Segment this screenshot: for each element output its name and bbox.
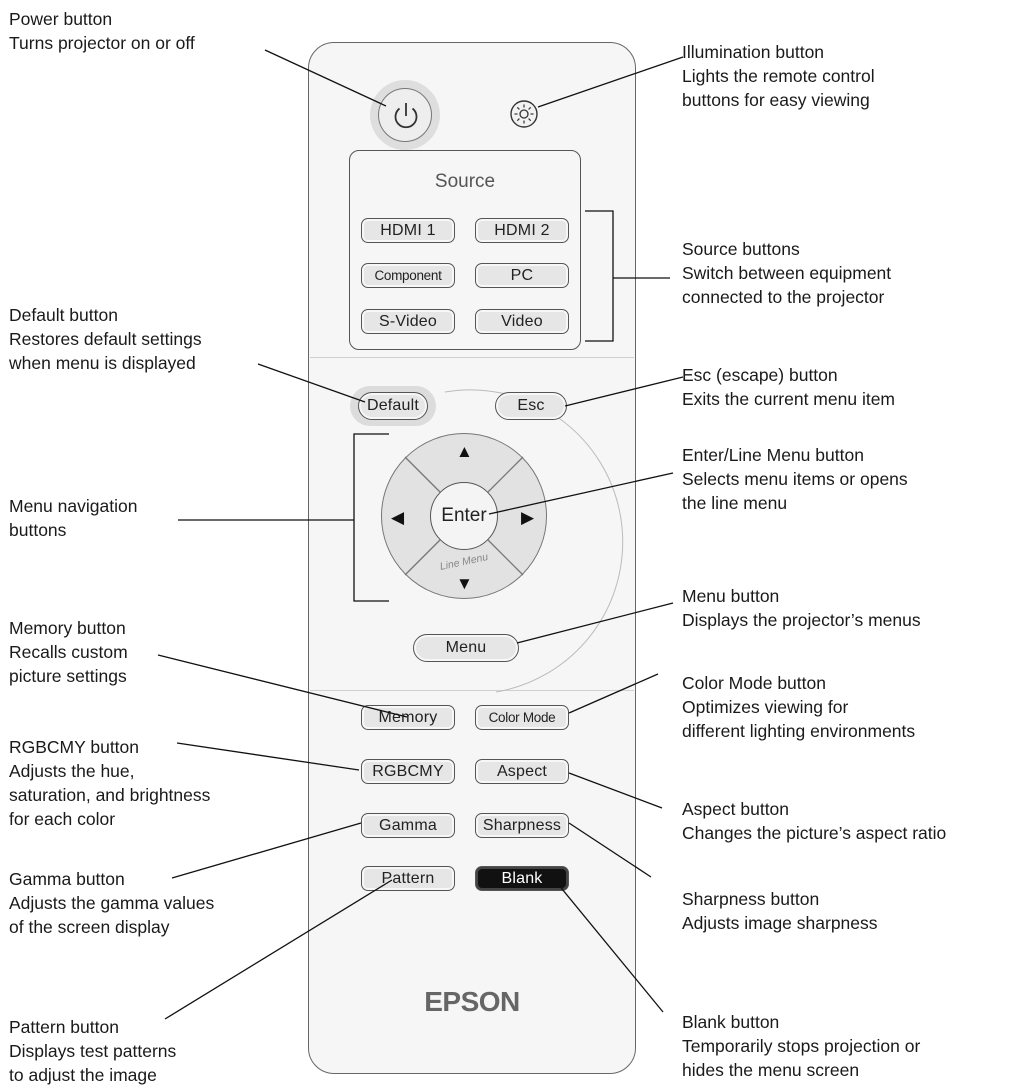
callout-desc: of the screen display bbox=[9, 917, 170, 937]
callout-menu: Menu button Displays the projector’s men… bbox=[682, 584, 921, 632]
callout-sharpness: Sharpness button Adjusts image sharpness bbox=[682, 887, 878, 935]
callout-desc: buttons bbox=[9, 520, 67, 540]
callout-title: Menu button bbox=[682, 586, 780, 606]
callout-enter: Enter/Line Menu button Selects menu item… bbox=[682, 443, 908, 515]
callout-desc: connected to the projector bbox=[682, 287, 885, 307]
up-arrow-button[interactable]: ▲ bbox=[456, 442, 473, 461]
callout-desc: Optimizes viewing for bbox=[682, 697, 849, 717]
enter-button[interactable]: Enter bbox=[430, 482, 498, 550]
callout-title: Pattern button bbox=[9, 1017, 119, 1037]
callout-illumination: Illumination button Lights the remote co… bbox=[682, 40, 875, 112]
callout-color-mode: Color Mode button Optimizes viewing for … bbox=[682, 671, 915, 743]
callout-desc: picture settings bbox=[9, 666, 127, 686]
pattern-button[interactable]: Pattern bbox=[361, 866, 455, 891]
callout-desc: buttons for easy viewing bbox=[682, 90, 870, 110]
down-arrow-button[interactable]: ▼ bbox=[456, 574, 473, 593]
power-icon bbox=[394, 103, 418, 129]
callout-title: Aspect button bbox=[682, 799, 790, 819]
callout-desc: Switch between equipment bbox=[682, 263, 892, 283]
hdmi1-button[interactable]: HDMI 1 bbox=[361, 218, 455, 243]
section-divider bbox=[310, 690, 634, 691]
color-mode-button[interactable]: Color Mode bbox=[475, 705, 569, 730]
callout-desc: when menu is displayed bbox=[9, 353, 196, 373]
callout-esc: Esc (escape) button Exits the current me… bbox=[682, 363, 895, 411]
callout-desc: the line menu bbox=[682, 493, 788, 513]
section-divider bbox=[310, 357, 634, 358]
callout-desc: Temporarily stops projection or bbox=[682, 1036, 921, 1056]
callout-title: Menu navigation bbox=[9, 496, 138, 516]
callout-title: Esc (escape) button bbox=[682, 365, 838, 385]
callout-blank: Blank button Temporarily stops projectio… bbox=[682, 1010, 920, 1082]
callout-pattern: Pattern button Displays test patterns to… bbox=[9, 1015, 176, 1087]
callout-aspect: Aspect button Changes the picture’s aspe… bbox=[682, 797, 946, 845]
callout-desc: hides the menu screen bbox=[682, 1060, 860, 1080]
default-button[interactable]: Default bbox=[358, 392, 428, 420]
video-button[interactable]: Video bbox=[475, 309, 569, 334]
esc-button[interactable]: Esc bbox=[495, 392, 567, 420]
left-arrow-button[interactable]: ◀ bbox=[391, 508, 405, 527]
callout-desc: saturation, and brightness bbox=[9, 785, 211, 805]
gamma-button[interactable]: Gamma bbox=[361, 813, 455, 838]
aspect-button[interactable]: Aspect bbox=[475, 759, 569, 784]
callout-title: Power button bbox=[9, 9, 113, 29]
callout-title: Source buttons bbox=[682, 239, 800, 259]
direction-pad-dividers bbox=[404, 456, 524, 576]
callout-title: Enter/Line Menu button bbox=[682, 445, 864, 465]
callout-desc: Selects menu items or opens bbox=[682, 469, 908, 489]
callout-navigation: Menu navigation buttons bbox=[9, 494, 137, 542]
callout-desc: Adjusts the hue, bbox=[9, 761, 135, 781]
right-arrow-button[interactable]: ▶ bbox=[521, 508, 535, 527]
callout-title: Illumination button bbox=[682, 42, 825, 62]
component-button[interactable]: Component bbox=[361, 263, 455, 288]
callout-desc: Lights the remote control bbox=[682, 66, 875, 86]
callout-memory: Memory button Recalls custom picture set… bbox=[9, 616, 128, 688]
callout-desc: for each color bbox=[9, 809, 116, 829]
callout-desc: Restores default settings bbox=[9, 329, 202, 349]
callout-desc: Displays the projector’s menus bbox=[682, 610, 921, 630]
power-button[interactable] bbox=[378, 88, 432, 142]
sharpness-button[interactable]: Sharpness bbox=[475, 813, 569, 838]
callout-gamma: Gamma button Adjusts the gamma values of… bbox=[9, 867, 214, 939]
sun-icon bbox=[510, 100, 538, 128]
rgbcmy-button[interactable]: RGBCMY bbox=[361, 759, 455, 784]
source-title: Source bbox=[434, 171, 496, 192]
brand-logo: EPSON bbox=[424, 986, 520, 1017]
callout-desc: to adjust the image bbox=[9, 1065, 157, 1085]
callout-desc: Displays test patterns bbox=[9, 1041, 177, 1061]
callout-source: Source buttons Switch between equipment … bbox=[682, 237, 891, 309]
callout-title: RGBCMY button bbox=[9, 737, 140, 757]
callout-desc: Adjusts image sharpness bbox=[682, 913, 878, 933]
callout-desc: Changes the picture’s aspect ratio bbox=[682, 823, 947, 843]
pc-button[interactable]: PC bbox=[475, 263, 569, 288]
callout-power: Power button Turns projector on or off bbox=[9, 7, 195, 55]
illumination-button[interactable] bbox=[508, 98, 540, 130]
callout-title: Default button bbox=[9, 305, 118, 325]
callout-desc: Exits the current menu item bbox=[682, 389, 895, 409]
callout-desc: Adjusts the gamma values bbox=[9, 893, 215, 913]
callout-title: Sharpness button bbox=[682, 889, 820, 909]
callout-desc: Recalls custom bbox=[9, 642, 128, 662]
menu-button[interactable]: Menu bbox=[413, 634, 519, 662]
callout-desc: Turns projector on or off bbox=[9, 33, 195, 53]
callout-title: Color Mode button bbox=[682, 673, 826, 693]
callout-title: Blank button bbox=[682, 1012, 780, 1032]
callout-default: Default button Restores default settings… bbox=[9, 303, 202, 375]
callout-title: Memory button bbox=[9, 618, 126, 638]
s-video-button[interactable]: S-Video bbox=[361, 309, 455, 334]
callout-desc: different lighting environments bbox=[682, 721, 916, 741]
callout-title: Gamma button bbox=[9, 869, 125, 889]
hdmi2-button[interactable]: HDMI 2 bbox=[475, 218, 569, 243]
callout-rgbcmy: RGBCMY button Adjusts the hue, saturatio… bbox=[9, 735, 210, 831]
